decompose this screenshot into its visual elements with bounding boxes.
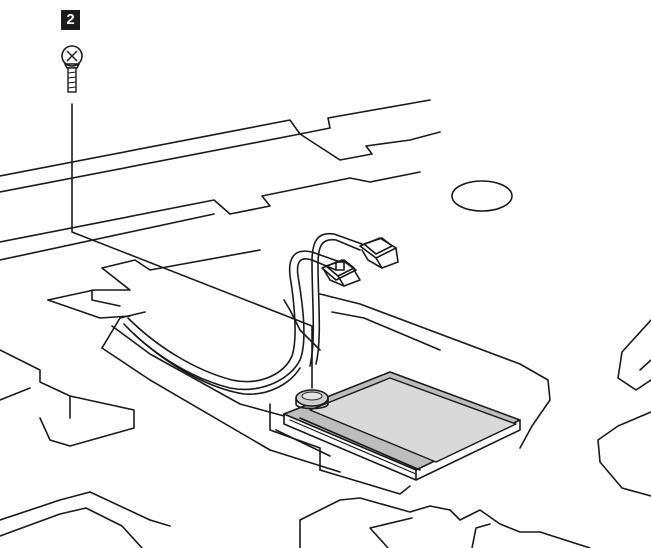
cable-connector-aux [359,237,399,269]
chassis-outline [0,99,651,548]
leader-line [71,103,313,389]
cable-connector-main [321,259,361,287]
card-screw-hole [295,389,329,410]
chassis-oval-hole [451,180,513,212]
screw-icon [61,45,83,93]
wireless-card [283,371,521,481]
antenna-cables [123,232,363,395]
card-slot-rails [269,403,411,495]
step-number-badge: 2 [61,10,80,30]
